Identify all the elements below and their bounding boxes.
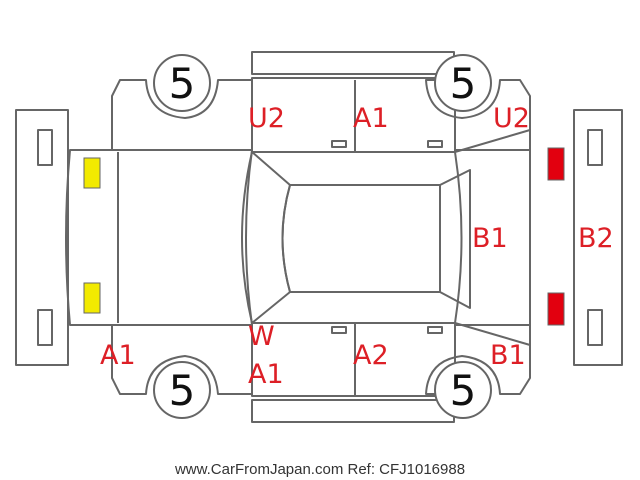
- front-bumper: [15, 109, 69, 366]
- right-side-rear-panel: [425, 324, 531, 395]
- rear-lamp-bottom: [547, 292, 565, 326]
- tire-front-left: [153, 54, 211, 112]
- rear-bumper-corner-bottom: [587, 309, 603, 346]
- tires: [153, 54, 492, 419]
- tire-rear-right-value: 5: [450, 366, 477, 415]
- rear-hatch: [454, 129, 531, 346]
- right-side-panel: [111, 324, 253, 395]
- tire-front-left-value: 5: [169, 59, 196, 108]
- left-roof-rail: [251, 51, 455, 75]
- rear-bumper: [573, 109, 623, 366]
- rear-lamp-top: [547, 147, 565, 181]
- car-outline: [15, 51, 623, 423]
- tire-rear-left: [434, 54, 492, 112]
- roof: [281, 184, 441, 293]
- right-handle-rear: [427, 326, 443, 334]
- code-tailgate: B1: [472, 223, 508, 254]
- left-handle-front: [331, 140, 347, 148]
- code-upper-rear-fender: U2: [493, 103, 530, 134]
- rear-bumper-corner-top: [587, 129, 603, 166]
- rear-window: [439, 169, 471, 309]
- front-lamp-top: [83, 157, 101, 189]
- lamps: [83, 147, 565, 326]
- tire-rear-left-value: 5: [450, 59, 477, 108]
- hood: [65, 149, 253, 326]
- tire-rear-right: [434, 361, 492, 419]
- front-bumper-corner-top: [37, 129, 53, 166]
- left-side-panel: [111, 79, 253, 151]
- tire-front-right: [153, 361, 211, 419]
- code-lower-rear-fender: B1: [490, 340, 526, 371]
- left-side-rear-panel: [425, 79, 531, 151]
- tire-front-right-value: 5: [169, 366, 196, 415]
- front-bumper-corner-bottom: [37, 309, 53, 346]
- front-lamp-bottom: [83, 282, 101, 314]
- tire-labels: 5 5 5 5: [169, 59, 477, 415]
- code-windshield-w: W: [248, 321, 275, 352]
- code-windshield-a1: A1: [248, 359, 284, 390]
- code-upper-front-fender: U2: [248, 103, 285, 134]
- code-lower-front-door: A2: [353, 340, 389, 371]
- right-roof-rail: [251, 399, 455, 423]
- footer-reference: www.CarFromJapan.com Ref: CFJ1016988: [174, 461, 465, 478]
- code-front-bumper-lower: A1: [100, 340, 136, 371]
- left-handle-rear: [427, 140, 443, 148]
- code-rear-bumper: B2: [578, 223, 614, 254]
- damage-codes: U2 A1 U2 B1 B2 A1 W A1 A2 B1: [100, 103, 614, 390]
- code-upper-front-door: A1: [353, 103, 389, 134]
- right-handle-front: [331, 326, 347, 334]
